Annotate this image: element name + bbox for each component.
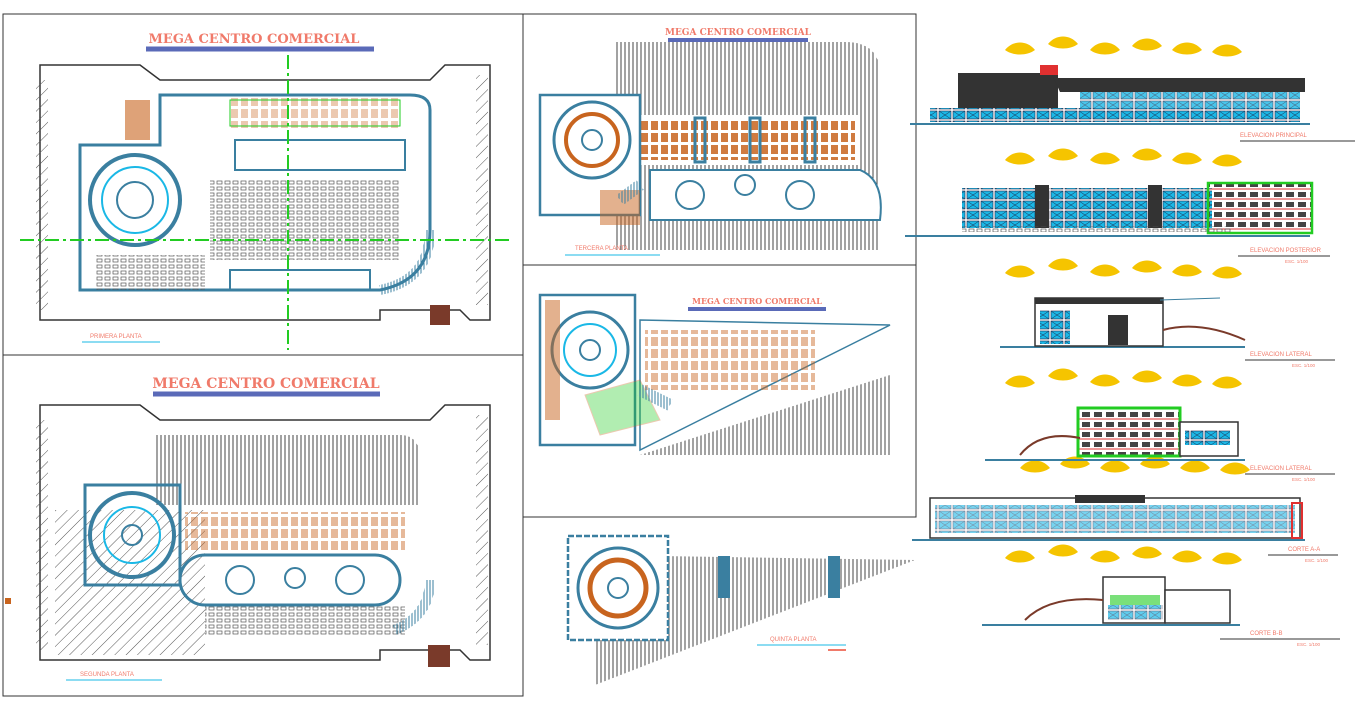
elevation-side-2: ELEVACION LATERAL ESC. 1/100: [985, 406, 1335, 482]
section-a-a: CORTE A-A ESC. 1/100: [912, 495, 1338, 563]
fifth-floor-label: QUINTA PLANTA: [770, 637, 816, 643]
elevation-front: ELEVACION PRINCIPAL: [910, 65, 1355, 142]
second-floor-title: MEGA CENTRO COMERCIAL: [152, 376, 379, 392]
first-floor-title: MEGA CENTRO COMERCIAL: [149, 32, 360, 47]
panel-third-floor: MEGA CENTRO COMERCIAL TERCERA PLANTA: [538, 28, 882, 256]
panel-second-floor: MEGA CENTRO COMERCIAL SEGUNDA PLANTA: [5, 376, 491, 681]
section-b-b: CORTE B-B ESC. 1/100: [982, 576, 1340, 647]
elevation-side-1: ELEVACION LATERAL ESC. 1/100: [1000, 297, 1335, 368]
second-floor-label: SEGUNDA PLANTA: [80, 672, 134, 678]
panel-fifth-floor: QUINTA PLANTA: [566, 534, 915, 685]
elevation-side-2-label: ELEVACION LATERAL: [1250, 466, 1312, 472]
panel-first-floor: MEGA CENTRO COMERCIAL PRIMERA PLANTA: [20, 32, 510, 350]
elevation-front-label: ELEVACION PRINCIPAL: [1240, 133, 1307, 139]
elevation-rear-label: ELEVACION POSTERIOR: [1250, 248, 1322, 254]
section-a-a-label: CORTE A-A: [1288, 547, 1320, 553]
fourth-floor-title: MEGA CENTRO COMERCIAL: [692, 296, 822, 306]
elevation-side-2-scale: ESC. 1/100: [1292, 477, 1316, 482]
elevation-side-1-label: ELEVACION LATERAL: [1250, 352, 1312, 358]
section-a-a-scale: ESC. 1/100: [1305, 558, 1329, 563]
elevation-side-1-scale: ESC. 1/100: [1292, 363, 1316, 368]
first-floor-label: PRIMERA PLANTA: [90, 334, 142, 340]
panel-fourth-floor: MEGA CENTRO COMERCIAL: [538, 293, 891, 455]
panel-frames: [2, 13, 917, 697]
section-b-b-label: CORTE B-B: [1250, 631, 1283, 637]
elevation-rear: ELEVACION POSTERIOR ESC. 1/100: [905, 181, 1330, 264]
section-b-b-scale: ESC. 1/100: [1297, 642, 1321, 647]
elevation-rear-scale: ESC. 1/100: [1285, 259, 1309, 264]
third-floor-title: MEGA CENTRO COMERCIAL: [665, 28, 812, 38]
third-floor-label: TERCERA PLANTA: [575, 246, 628, 252]
